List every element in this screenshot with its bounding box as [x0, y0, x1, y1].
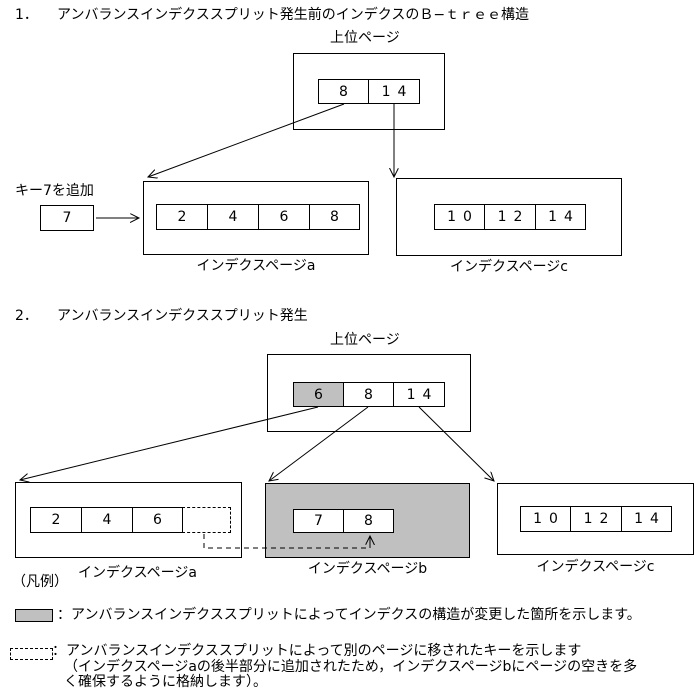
key-cell: 14	[393, 382, 445, 407]
section2-root-cells: 6 8 14	[293, 382, 445, 407]
legend-dashed-swatch	[10, 648, 53, 660]
section2-page-a-cells: 2 4 6	[30, 507, 231, 533]
key-cell: 8	[343, 382, 394, 407]
key-cell: 14	[368, 79, 420, 104]
key-to-insert-cell: 7	[40, 205, 94, 231]
section2-page-b-label: インデクスページb	[307, 561, 428, 577]
section1-page-a-box	[143, 181, 369, 255]
section1-number: 1．	[15, 7, 38, 23]
key-cell: 10	[520, 506, 571, 532]
key-cell: 7	[293, 509, 344, 533]
key-cell: 4	[207, 204, 259, 230]
key-cell: 14	[535, 204, 586, 230]
section2-number: 2．	[15, 308, 38, 324]
section1-page-a-cells: 2 4 6 8	[156, 204, 360, 230]
section2-page-c-cells: 10 12 14	[520, 506, 672, 532]
key-cell: 12	[570, 506, 622, 532]
key-cell: 6	[132, 507, 183, 533]
key-cell: 12	[484, 204, 536, 230]
section1-root-cells: 8 14	[318, 79, 420, 104]
section1-title: アンバランスインデクススプリット発生前のインデクスのＢ−ｔｒｅｅ構造	[57, 7, 530, 23]
section1-root-page-box	[293, 53, 445, 130]
key-cell: 2	[156, 204, 208, 230]
key-cell: 14	[621, 506, 672, 532]
legend-item-1-text: ：アンバランスインデクススプリットによってインデクスの構造が変更した箇所を示しま…	[57, 607, 641, 623]
legend-item-2-text-line2: （インデクスページaの後半部分に追加されたため，インデクスページbにページの空き…	[64, 659, 638, 675]
key-cell: 2	[30, 507, 82, 533]
legend-gray-swatch	[15, 609, 53, 622]
section2-page-c-label: インデクスページc	[536, 559, 655, 575]
section1-page-c-box	[396, 178, 622, 256]
section1-page-a-label: インデクスページa	[196, 258, 316, 274]
key-cell: 8	[318, 79, 369, 104]
section2-root-page-box	[267, 354, 471, 432]
section1-page-c-cells: 10 12 14	[434, 204, 586, 230]
legend-item-2-text: ：アンバランスインデクススプリットによって別のページに移されたキーを示します	[52, 643, 582, 659]
section2-title: アンバランスインデクススプリット発生	[57, 308, 308, 324]
key-cell: 10	[434, 204, 485, 230]
section2-page-b-cells: 7 8	[293, 509, 394, 533]
section1-upper-page-label: 上位ページ	[330, 30, 400, 46]
key-cell: 8	[309, 204, 360, 230]
section2-page-a-label: インデクスページa	[78, 565, 197, 581]
legend-item-2-text-line3: く確保するように格納します）。	[64, 674, 267, 690]
key-add-label: キー7を追加	[15, 183, 94, 199]
moved-key-placeholder-cell	[182, 507, 231, 533]
legend-heading: （凡例）	[12, 574, 68, 590]
key-cell-highlighted: 6	[293, 382, 344, 407]
section2-page-c-box	[497, 483, 694, 555]
section1-page-c-label: インデクスページc	[449, 259, 569, 275]
key-add-box: 7	[40, 205, 94, 231]
key-cell: 6	[258, 204, 310, 230]
key-cell: 8	[343, 509, 394, 533]
key-cell: 4	[81, 507, 133, 533]
section2-page-a-box	[15, 482, 242, 558]
section2-upper-page-label: 上位ページ	[330, 332, 400, 348]
